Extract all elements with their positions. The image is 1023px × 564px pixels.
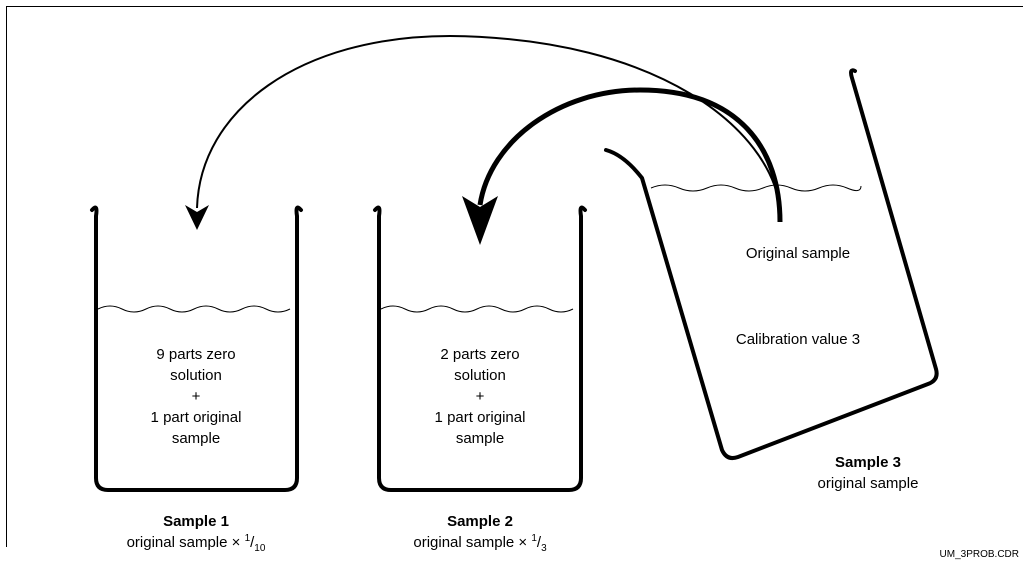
sample-1-line-2: solution xyxy=(170,367,222,384)
sample-1-caption: Sample 1 original sample × 1/10 xyxy=(126,511,266,554)
beaker-1 xyxy=(90,205,303,492)
sample-2-fraction-denominator: 3 xyxy=(541,543,547,554)
sample-1-fraction-denominator: 10 xyxy=(254,543,266,554)
sample-3-subtitle: original sample xyxy=(817,475,919,492)
frame-top-border xyxy=(6,6,1023,7)
sample-3-contents-top: Original sample xyxy=(745,245,851,262)
liquid-surface-1 xyxy=(97,305,291,313)
sample-1-formula: original sample × 1/10 xyxy=(126,533,266,554)
sample-2-formula: original sample × 1/3 xyxy=(413,533,547,554)
frame-left-border xyxy=(6,6,7,547)
sample-1-line-1: 9 parts zero xyxy=(156,346,236,363)
sample-2-line-4: 1 part original xyxy=(434,409,526,426)
sample-2-contents: 2 parts zero solution + 1 part original … xyxy=(435,344,526,449)
sample-2-line-2: solution xyxy=(454,367,506,384)
transfer-arrow-to-sample-1 xyxy=(185,34,781,230)
sample-1-line-4: 1 part original xyxy=(150,409,242,426)
sample-3-contents-bottom: Calibration value 3 xyxy=(735,331,861,348)
liquid-surface-3 xyxy=(650,184,862,192)
sample-2-line-1: 2 parts zero xyxy=(440,346,520,363)
beaker-2 xyxy=(373,205,587,492)
sample-1-title: Sample 1 xyxy=(163,513,229,530)
sample-2-line-5: sample xyxy=(455,430,505,447)
sample-3-caption: Sample 3 original sample xyxy=(818,452,919,494)
sample-1-formula-prefix: original sample × xyxy=(126,534,241,551)
sample-2-caption: Sample 2 original sample × 1/3 xyxy=(413,511,547,554)
sample-2-title: Sample 2 xyxy=(447,513,513,530)
figure-id: UM_3PROB.CDR xyxy=(939,549,1019,560)
sample-2-fraction-numerator: 1 xyxy=(531,533,537,544)
transfer-arrow-to-sample-2 xyxy=(462,87,783,245)
liquid-surface-2 xyxy=(380,305,574,313)
sample-3-title: Sample 3 xyxy=(835,454,901,471)
sample-2-formula-prefix: original sample × xyxy=(413,534,528,551)
sample-1-line-3: + xyxy=(191,388,201,405)
beaker-3 xyxy=(604,68,939,461)
sample-1-line-5: sample xyxy=(171,430,221,447)
sample-1-contents: 9 parts zero solution + 1 part original … xyxy=(151,344,242,449)
sample-1-fraction-numerator: 1 xyxy=(244,533,251,544)
sample-2-line-3: + xyxy=(475,388,485,405)
